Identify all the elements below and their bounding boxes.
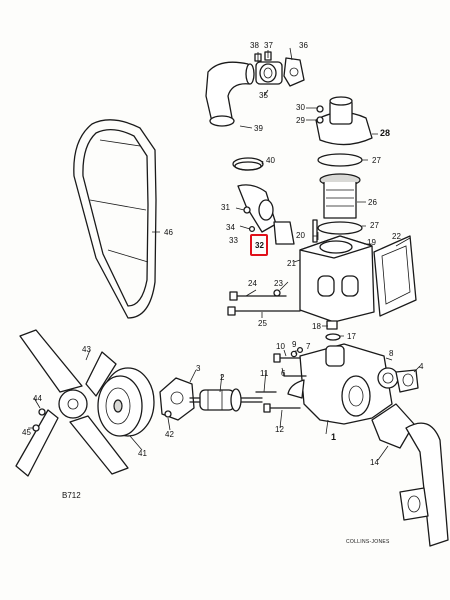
label-32-highlighted: 32 — [255, 241, 264, 250]
label-4: 4 — [419, 362, 424, 371]
label-25: 25 — [258, 319, 267, 328]
bearing-spindle-part — [189, 388, 263, 412]
drain-plug-part — [325, 320, 341, 341]
label-21: 21 — [287, 259, 296, 268]
label-27-top: 27 — [372, 156, 381, 165]
label-45: 45 — [22, 428, 31, 437]
label-40: 40 — [266, 156, 275, 165]
fan-belt-part — [73, 119, 157, 319]
label-2: 2 — [220, 373, 225, 382]
label-14: 14 — [370, 458, 379, 467]
label-17: 17 — [347, 332, 356, 341]
label-24: 24 — [248, 279, 257, 288]
label-10: 10 — [276, 342, 285, 351]
label-22: 22 — [392, 232, 401, 241]
label-6: 6 — [281, 369, 286, 378]
fan-hub-part — [159, 377, 195, 421]
thermostat-housing-part — [315, 96, 373, 146]
hose-clip-part — [232, 157, 295, 245]
outlet-elbow-part — [254, 51, 305, 87]
bolts-part — [227, 289, 301, 316]
label-38: 38 — [250, 41, 259, 50]
label-28: 28 — [380, 128, 391, 138]
water-pipe-part — [371, 403, 449, 547]
label-46: 46 — [164, 228, 173, 237]
label-30: 30 — [296, 103, 305, 112]
label-44: 44 — [33, 394, 42, 403]
thermostat-part — [312, 153, 363, 243]
highlight-box — [250, 234, 268, 256]
label-3: 3 — [196, 364, 201, 373]
label-31: 31 — [221, 203, 230, 212]
label-33: 33 — [229, 236, 238, 245]
label-19: 19 — [367, 238, 376, 247]
pulley-part — [97, 367, 155, 437]
label-29: 29 — [296, 116, 305, 125]
label-43: 43 — [82, 345, 91, 354]
label-34: 34 — [226, 223, 235, 232]
label-27-bottom: 27 — [370, 221, 379, 230]
label-20: 20 — [296, 231, 305, 240]
pump-fixings-part — [255, 346, 307, 413]
label-18: 18 — [312, 322, 321, 331]
label-11: 11 — [260, 369, 269, 378]
pump-fittings-part — [290, 350, 419, 393]
label-8: 8 — [389, 349, 394, 358]
label-23: 23 — [274, 279, 283, 288]
label-37: 37 — [264, 41, 273, 50]
label-7: 7 — [306, 342, 311, 351]
label-36: 36 — [299, 41, 308, 50]
label-26: 26 — [368, 198, 377, 207]
label-9: 9 — [292, 340, 297, 349]
leader-lines — [28, 47, 421, 461]
label-35: 35 — [259, 91, 268, 100]
label-12: 12 — [275, 425, 284, 434]
artist-credit: COLLINS-JONES — [346, 539, 390, 545]
water-outlet-adapter-part — [299, 235, 417, 323]
label-42: 42 — [165, 430, 174, 439]
label-1: 1 — [331, 432, 337, 442]
drawing-number: B712 — [62, 491, 81, 500]
fan-part — [15, 329, 129, 477]
label-41: 41 — [138, 449, 147, 458]
water-pump-body-part — [287, 343, 399, 425]
elbow-hose-part — [205, 61, 255, 127]
label-39: 39 — [254, 124, 263, 133]
